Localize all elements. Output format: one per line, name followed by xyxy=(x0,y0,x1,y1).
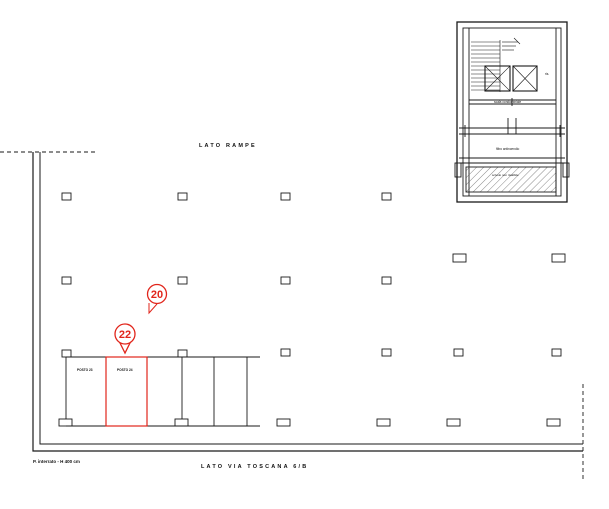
wall-left-outer xyxy=(32,152,583,452)
filter-room-label: filtro antincendio xyxy=(496,147,519,151)
side-label: ris. xyxy=(545,72,549,76)
stair-label: scala condominiale xyxy=(494,100,521,104)
elevator-shaft-right xyxy=(512,65,538,92)
marker-20[interactable]: 20 xyxy=(146,283,168,315)
pillar xyxy=(551,253,566,263)
parking-bays xyxy=(65,356,260,427)
elevator-shaft-left xyxy=(484,65,511,92)
floor-info-label: P. interrato - H 400 cm xyxy=(33,459,80,464)
pillar xyxy=(453,348,464,357)
posto-24-highlight[interactable] xyxy=(105,356,148,427)
pillar xyxy=(61,192,72,201)
pillar xyxy=(280,276,291,285)
stair-core-outer xyxy=(456,21,568,203)
posto-24-label: POSTO 24 xyxy=(117,368,133,372)
stair-core xyxy=(454,21,570,203)
pillar xyxy=(61,349,72,358)
pillar xyxy=(381,348,392,357)
label-lato-rampe: LATO RAMPE xyxy=(199,143,257,149)
marker-22-number: 22 xyxy=(119,329,131,341)
ramp-hatched-area xyxy=(465,166,557,193)
posto-23-label: POSTO 23 xyxy=(77,368,93,372)
pillar xyxy=(280,348,291,357)
outer-walls xyxy=(0,151,584,480)
label-lato-via-toscana: LATO VIA TOSCANA 6/B xyxy=(201,464,308,470)
pillar xyxy=(551,348,562,357)
marker-22-circle xyxy=(114,323,136,345)
marker-20-circle xyxy=(146,283,168,305)
pillar xyxy=(381,192,392,201)
wall-left-inner xyxy=(39,152,583,445)
pillar xyxy=(177,192,188,201)
marker-20-pin xyxy=(148,303,158,315)
stair-core-inner xyxy=(462,27,562,197)
pillar xyxy=(174,418,189,427)
pillar xyxy=(452,253,467,263)
marker-22[interactable]: 22 xyxy=(114,323,136,355)
ramp-label: scivolo non risalibile xyxy=(492,173,519,177)
pillar xyxy=(58,418,73,427)
pillar xyxy=(546,418,561,427)
pillar xyxy=(61,276,72,285)
pillar xyxy=(446,418,461,427)
marker-20-number: 20 xyxy=(151,289,163,301)
pillar xyxy=(381,276,392,285)
pillar xyxy=(177,276,188,285)
pillar xyxy=(177,349,188,358)
pillars xyxy=(58,192,566,427)
pillar xyxy=(376,418,391,427)
pillar xyxy=(276,418,291,427)
pillar xyxy=(280,192,291,201)
